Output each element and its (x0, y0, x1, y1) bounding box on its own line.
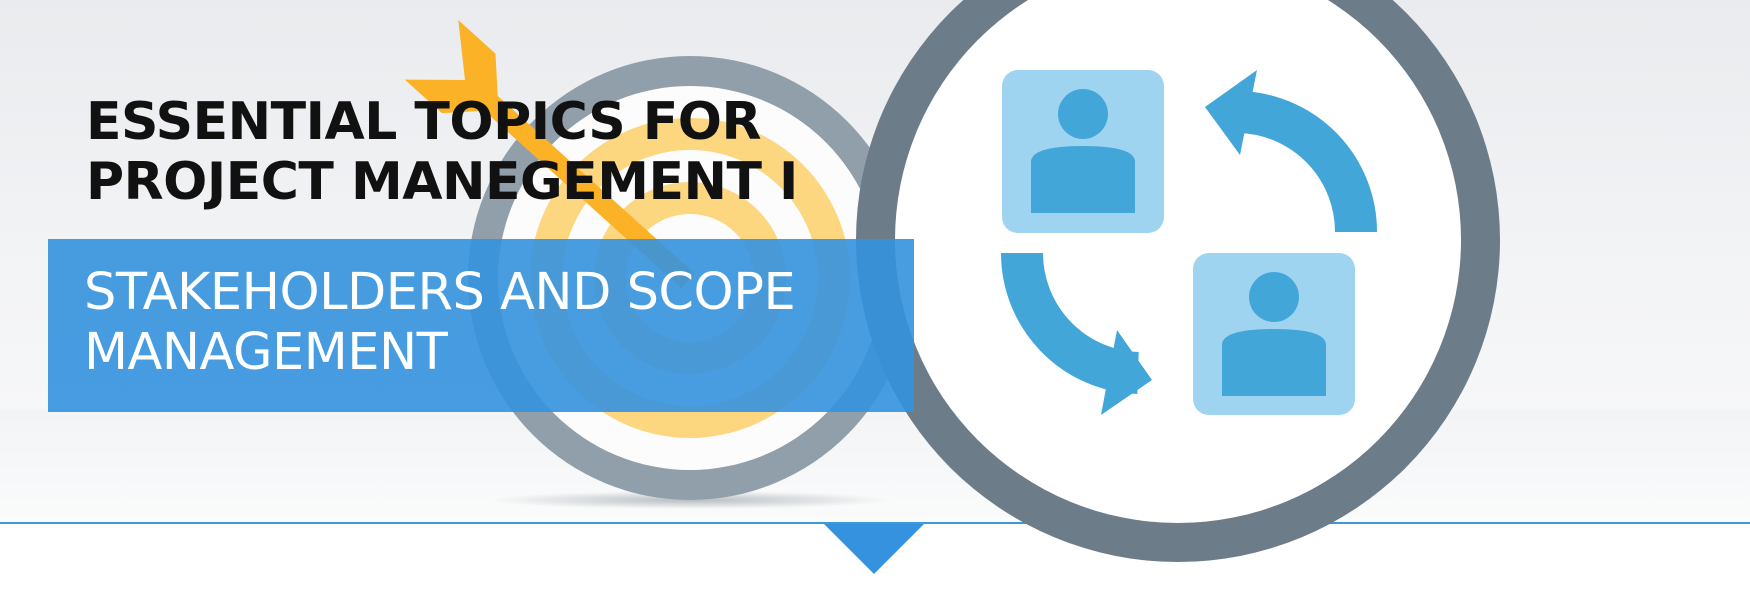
banner-title-line-1: ESSENTIAL TOPICS FOR (86, 92, 762, 152)
person-icon (1002, 70, 1164, 233)
background-lower (0, 410, 1750, 523)
stakeholder-exchange-icon (856, 0, 1500, 562)
subtitle-panel: STAKEHOLDERS AND SCOPE MANAGEMENT (48, 239, 914, 412)
curved-arrow-bottom-head (1101, 330, 1152, 415)
dart-shaft (458, 72, 695, 289)
dart-arrow-icon (404, 20, 695, 289)
curved-arrow-top (1238, 91, 1377, 233)
down-triangle-icon (824, 524, 924, 574)
curved-arrow-top-head (1205, 70, 1257, 155)
banner-title-line-2: PROJECT MANEGEMENT I (86, 152, 798, 212)
banner-title: ESSENTIAL TOPICS FOR PROJECT MANEGEMENT … (86, 92, 798, 212)
circular-arrows-icon (1001, 70, 1377, 415)
person-head (1058, 89, 1108, 139)
person-head (1249, 272, 1299, 322)
divider-line (0, 522, 1750, 524)
banner-subtitle: STAKEHOLDERS AND SCOPE MANAGEMENT (84, 263, 796, 383)
banner-subtitle-line-2: MANAGEMENT (84, 323, 448, 382)
dart-fletching (404, 20, 499, 114)
person-icon (1193, 253, 1355, 415)
banner-subtitle-line-1: STAKEHOLDERS AND SCOPE (84, 263, 796, 322)
person-body (1222, 329, 1326, 396)
person-body (1031, 146, 1135, 213)
